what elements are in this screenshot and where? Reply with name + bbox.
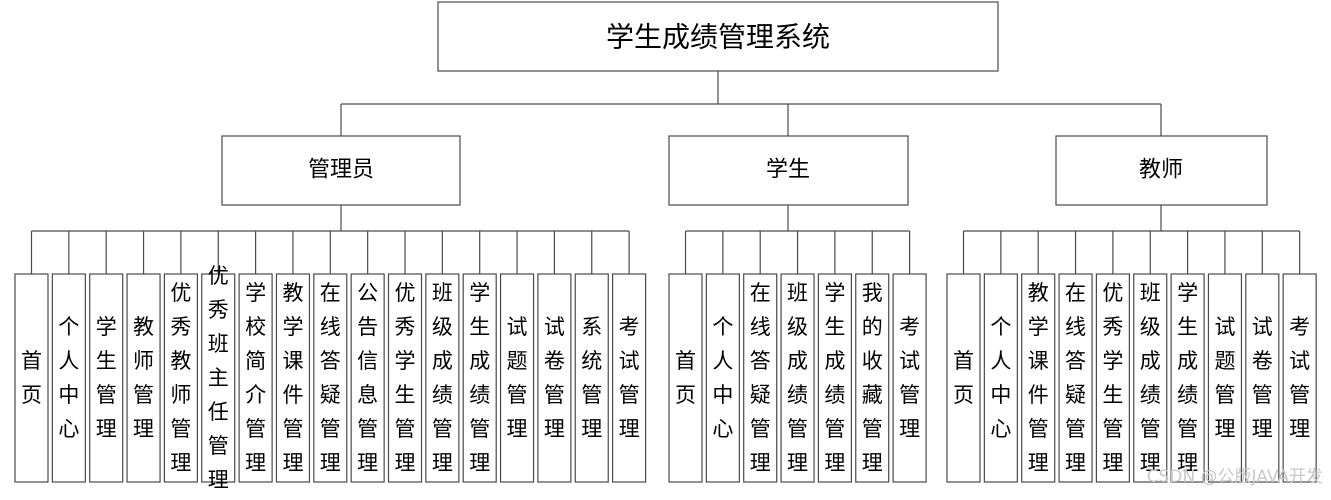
leaf-node-admin: 教师管理 [126, 273, 161, 483]
leaf-label: 试卷管理 [1252, 315, 1273, 441]
leaf-label: 学生管理 [96, 315, 117, 441]
leaf-label: 学生成绩管理 [824, 281, 845, 475]
leaf-modules: 首页个人中心学生管理教师管理优秀教师管理优秀班主任管理学校简介管理教学课件管理在… [14, 264, 1317, 492]
connector-lines [30, 71, 1301, 274]
leaf-node-admin: 优秀班主任管理 [201, 264, 236, 492]
leaf-label: 首页 [953, 349, 974, 407]
role-node-teacher: 教师 [1055, 135, 1268, 206]
leaf-label: 班级成绩管理 [787, 281, 808, 475]
leaf-node-admin: 学生管理 [89, 273, 124, 483]
leaf-label: 我的收藏管理 [862, 281, 883, 475]
leaf-node-admin: 试题管理 [499, 273, 535, 483]
leaf-node-admin: 优秀教师管理 [163, 273, 198, 483]
leaf-label: 教师管理 [133, 315, 154, 441]
leaf-node-teacher: 考试管理 [1282, 273, 1317, 483]
leaf-node-teacher: 学生成绩管理 [1170, 273, 1205, 483]
leaf-node-teacher: 首页 [946, 273, 981, 483]
leaf-node-teacher: 班级成绩管理 [1133, 273, 1168, 483]
role-node-student: 学生 [668, 135, 909, 206]
leaf-node-admin: 个人中心 [51, 273, 86, 483]
leaf-node-teacher: 个人中心 [983, 273, 1018, 483]
role-node-admin: 管理员 [221, 135, 461, 206]
leaf-label: 在线答疑管理 [750, 281, 771, 475]
leaf-label: 教学课件管理 [1028, 281, 1049, 475]
leaf-node-admin: 教学课件管理 [275, 273, 311, 483]
leaf-node-admin: 优秀学生管理 [387, 273, 423, 483]
leaf-node-student: 考试管理 [892, 273, 927, 483]
leaf-label: 优秀学生管理 [395, 281, 416, 475]
leaf-label: 在线答疑管理 [320, 281, 341, 475]
leaf-label: 学生成绩管理 [1177, 281, 1198, 475]
leaf-node-admin: 首页 [14, 273, 49, 483]
leaf-label: 试题管理 [1214, 315, 1235, 441]
leaf-label: 个人中心 [712, 315, 733, 441]
leaf-node-admin: 考试管理 [611, 273, 647, 483]
leaf-label: 学校简介管理 [245, 281, 266, 475]
leaf-label: 优秀班主任管理 [208, 264, 229, 492]
leaf-node-teacher: 在线答疑管理 [1058, 273, 1093, 483]
leaf-label: 优秀学生管理 [1102, 281, 1123, 475]
leaf-label: 试卷管理 [544, 315, 565, 441]
leaf-node-teacher: 试卷管理 [1245, 273, 1280, 483]
role-label-admin: 管理员 [308, 158, 374, 183]
leaf-label: 试题管理 [507, 315, 528, 441]
watermark: CSDN @公版JAVA开发 [1147, 467, 1323, 487]
leaf-label: 班级成绩管理 [432, 281, 453, 475]
role-label-student: 学生 [766, 158, 810, 183]
leaf-node-student: 我的收藏管理 [855, 273, 890, 483]
leaf-label: 公告信息管理 [357, 281, 378, 475]
leaf-label: 优秀教师管理 [170, 281, 191, 475]
leaf-node-teacher: 优秀学生管理 [1095, 273, 1131, 483]
leaf-node-admin: 学生成绩管理 [462, 273, 497, 483]
leaf-label: 在线答疑管理 [1065, 281, 1086, 475]
leaf-node-student: 首页 [668, 273, 703, 483]
leaf-node-student: 个人中心 [705, 273, 740, 483]
leaf-label: 学生成绩管理 [469, 281, 490, 475]
root-title: 学生成绩管理系统 [606, 21, 830, 54]
leaf-node-admin: 在线答疑管理 [313, 273, 348, 483]
role-label-teacher: 教师 [1139, 158, 1183, 183]
leaf-label: 考试管理 [899, 315, 920, 441]
root-node: 学生成绩管理系统 [437, 1, 999, 72]
leaf-node-admin: 试卷管理 [537, 273, 572, 483]
leaf-node-teacher: 教学课件管理 [1021, 273, 1056, 483]
leaf-node-admin: 公告信息管理 [350, 273, 385, 483]
leaf-label: 首页 [21, 349, 42, 407]
leaf-label: 首页 [675, 349, 696, 407]
leaf-node-teacher: 试题管理 [1207, 273, 1243, 483]
leaf-node-admin: 班级成绩管理 [425, 273, 460, 483]
leaf-node-student: 学生成绩管理 [817, 273, 853, 483]
leaf-node-admin: 系统管理 [574, 273, 609, 483]
leaf-node-student: 班级成绩管理 [780, 273, 815, 483]
leaf-node-student: 在线答疑管理 [743, 273, 778, 483]
leaf-label: 班级成绩管理 [1140, 281, 1161, 475]
leaf-node-admin: 学校简介管理 [238, 273, 273, 483]
leaf-label: 个人中心 [990, 315, 1011, 441]
leaf-label: 系统管理 [581, 315, 602, 441]
leaf-label: 考试管理 [619, 315, 640, 441]
leaf-label: 教学课件管理 [282, 281, 303, 475]
leaf-label: 个人中心 [58, 315, 79, 441]
leaf-label: 考试管理 [1289, 315, 1310, 441]
